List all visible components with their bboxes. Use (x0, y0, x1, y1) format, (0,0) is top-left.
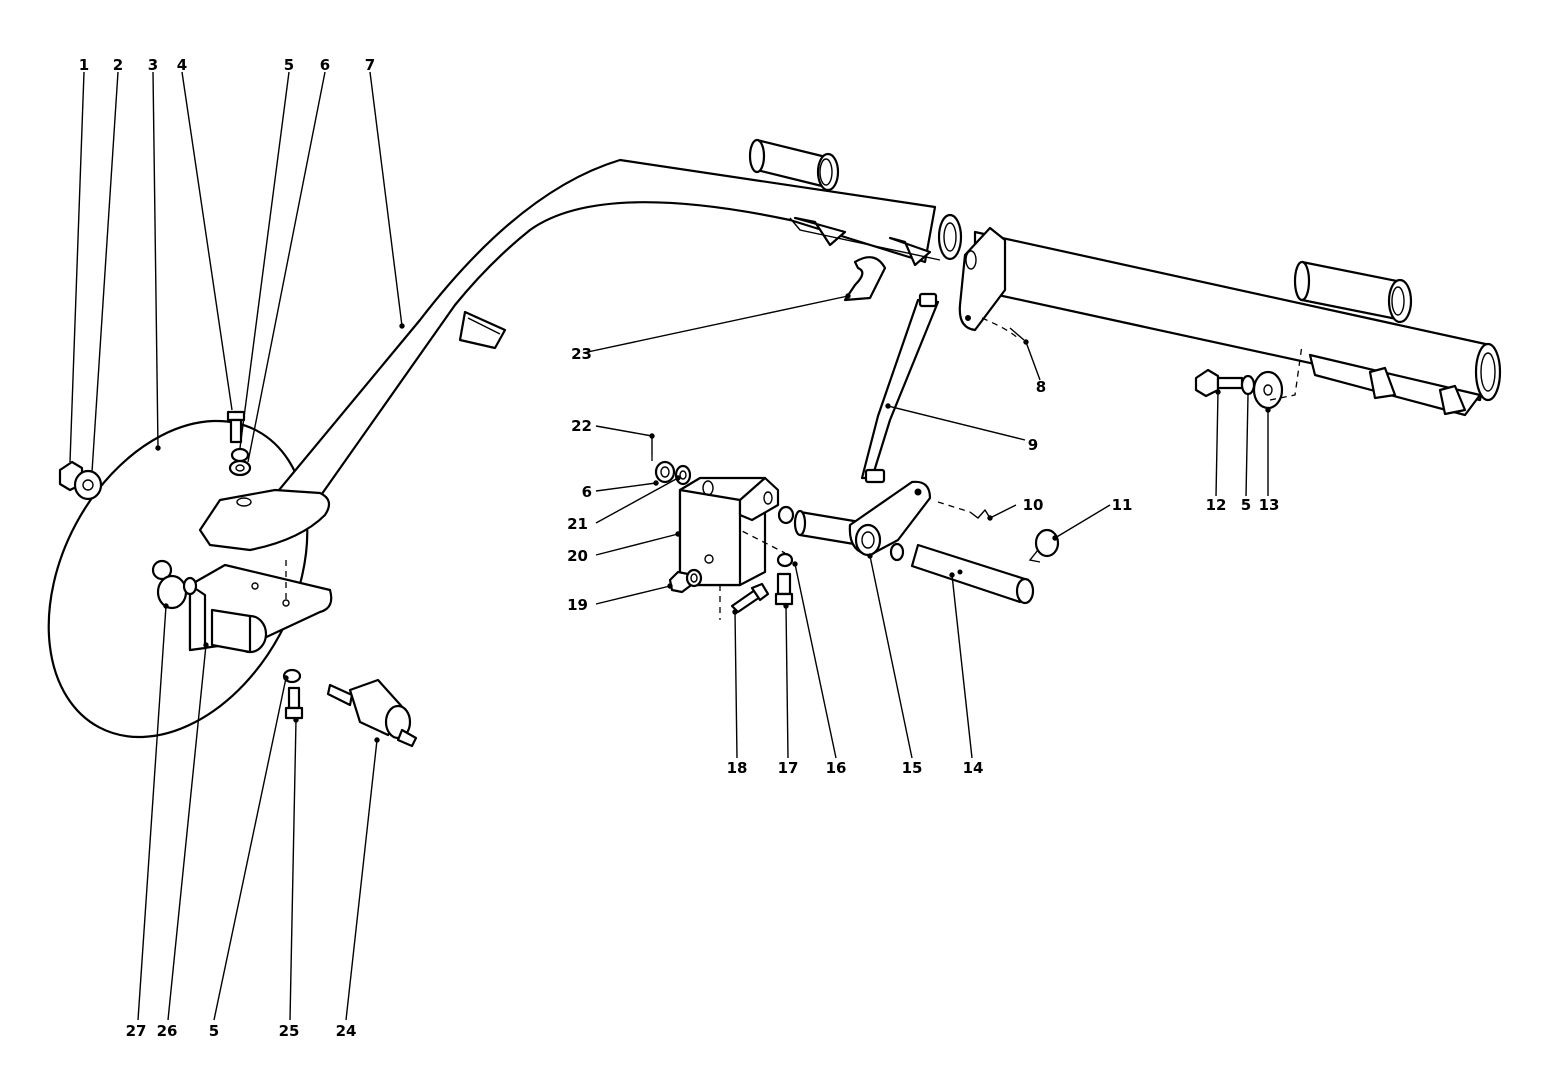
callout-24: 24 (336, 1022, 357, 1040)
callout-13: 13 (1259, 496, 1280, 514)
callout-15: 15 (902, 759, 923, 777)
callout-18: 18 (727, 759, 748, 777)
part-1-2-nut-washer (58, 460, 103, 501)
part-16-washer (776, 552, 794, 568)
frame-tube-right (958, 226, 1502, 417)
part-8-cotter-pin (1009, 327, 1025, 341)
callout-14: 14 (963, 759, 984, 777)
part-15-pivot-arm (793, 480, 932, 562)
part-12-5-13-bolt-stack (1194, 368, 1284, 410)
callout-1: 1 (79, 56, 89, 74)
callout-5: 5 (284, 56, 294, 74)
part-27-knob (151, 559, 198, 610)
part-24-axle-bolt (326, 678, 418, 748)
callout-19: 19 (567, 596, 588, 614)
callout-16: 16 (826, 759, 847, 777)
callout-23: 23 (571, 345, 592, 363)
callout-12: 12 (1206, 496, 1227, 514)
part-4-5-6-bolt-washers (226, 410, 252, 477)
callout-8: 8 (1036, 378, 1046, 396)
leader-dots (155, 293, 1271, 743)
assembly-lines (285, 317, 1303, 620)
part-14-pin-shaft (910, 543, 1035, 605)
bushing (777, 505, 795, 525)
part-7-handle-tube (245, 138, 963, 543)
callout-9: 9 (1028, 436, 1038, 454)
callout-22: 22 (571, 417, 592, 435)
callout-26: 26 (157, 1022, 178, 1040)
callout-2: 2 (113, 56, 123, 74)
callout-10: 10 (1023, 496, 1044, 514)
callout-21: 21 (567, 515, 588, 533)
part-10-hairpin (969, 508, 991, 519)
callout-25: 25 (279, 1022, 300, 1040)
callout-5-right: 5 (1241, 496, 1251, 514)
callout-20: 20 (567, 547, 588, 565)
callout-4: 4 (177, 56, 187, 74)
callout-3: 3 (148, 56, 158, 74)
callout-labels: 1 2 3 4 5 6 7 8 9 10 11 12 5 13 14 15 16… (79, 56, 1280, 1040)
part-26-lower-bracket (188, 563, 333, 654)
handle-foot-plate (198, 488, 331, 552)
part-19-nut (668, 568, 703, 594)
callout-7: 7 (365, 56, 375, 74)
callout-27: 27 (126, 1022, 147, 1040)
part-17-bolt (774, 572, 794, 606)
leader-lines (69, 71, 1269, 1021)
callout-6-mid: 6 (582, 483, 592, 501)
callout-17: 17 (778, 759, 799, 777)
callout-6: 6 (320, 56, 330, 74)
callout-5-bottom: 5 (209, 1022, 219, 1040)
part-23-clip (843, 256, 887, 302)
part-11-retaining-ring (1028, 528, 1060, 563)
part-9-rod (860, 292, 940, 484)
part-20-bracket (678, 476, 780, 587)
callout-11: 11 (1112, 496, 1133, 514)
part-18-bolt (730, 582, 770, 614)
